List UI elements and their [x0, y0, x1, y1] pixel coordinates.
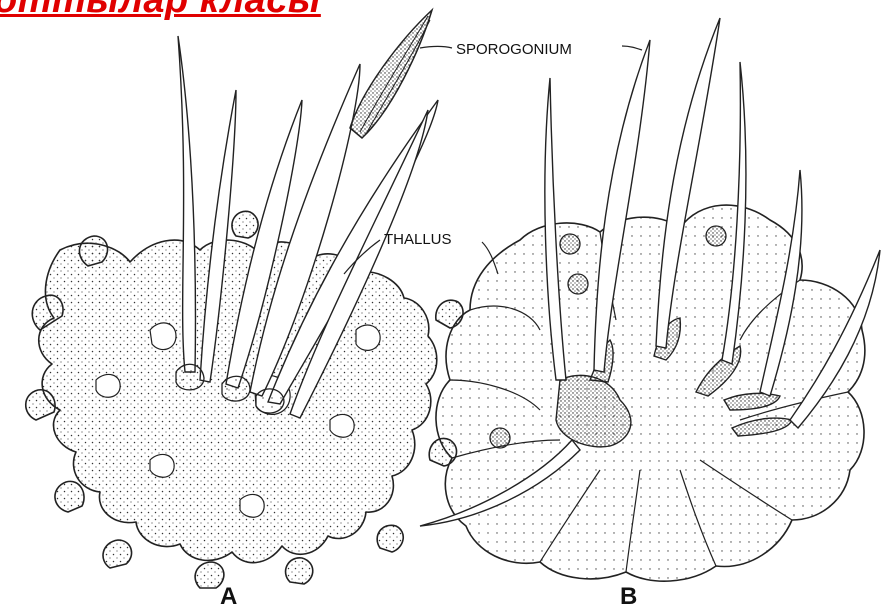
figure-b-label: B [620, 583, 637, 610]
figure-a-capsule [350, 10, 432, 138]
figure-a-label: A [220, 583, 237, 610]
figure-a-thallus [26, 211, 463, 588]
thallus-label: THALLUS [384, 231, 452, 248]
sporogonium-label: SPOROGONIUM [456, 41, 572, 58]
figure-b-thallus [436, 205, 865, 581]
